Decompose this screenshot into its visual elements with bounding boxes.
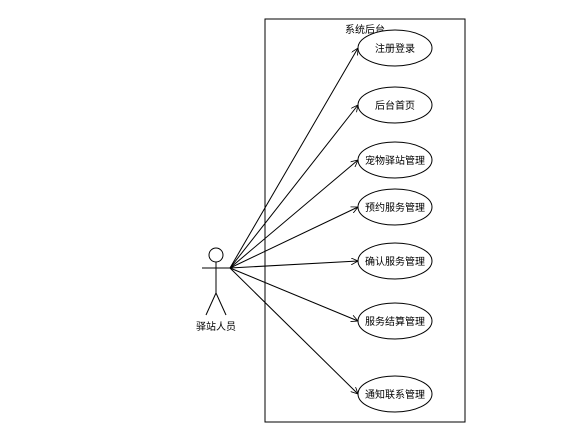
use-case-ellipse [357,29,433,67]
use-case-dashboard[interactable]: 后台首页 [357,86,433,124]
use-case-service-settlement-management[interactable]: 服务结算管理 [357,302,433,340]
actor-left-leg [205,292,217,316]
system-boundary [264,18,466,423]
use-case-ellipse [357,302,433,340]
use-case-ellipse [357,86,433,124]
association-line [229,207,358,269]
use-case-ellipse [357,141,433,179]
use-case-label: 确认服务管理 [365,255,425,268]
association-line [229,267,358,321]
association-line [229,261,358,269]
associations [229,48,358,394]
use-case-ellipse [357,375,433,413]
association-line [229,48,358,269]
use-case-label: 通知联系管理 [365,388,425,401]
actor-label: 驿站人员 [196,320,236,333]
use-case-label: 注册登录 [375,42,415,55]
use-case-confirm-service-management[interactable]: 确认服务管理 [357,242,433,280]
actor-head [208,247,224,263]
association-line [229,105,358,269]
use-case-ellipse [357,242,433,280]
use-case-label: 后台首页 [375,99,415,112]
use-case-register-login[interactable]: 注册登录 [357,29,433,67]
use-case-label: 宠物驿站管理 [365,154,425,167]
actor-station-staff[interactable]: 驿站人员 [196,247,236,333]
use-case-label: 服务结算管理 [365,315,425,328]
use-case-pet-station-management[interactable]: 宠物驿站管理 [357,141,433,179]
use-case-booking-management[interactable]: 预约服务管理 [357,188,433,226]
association-line [229,160,358,269]
use-case-label: 预约服务管理 [365,201,425,214]
use-case-notification-management[interactable]: 通知联系管理 [357,375,433,413]
association-line [229,267,358,394]
use-case-ellipse [357,188,433,226]
actor-right-leg [215,292,227,316]
